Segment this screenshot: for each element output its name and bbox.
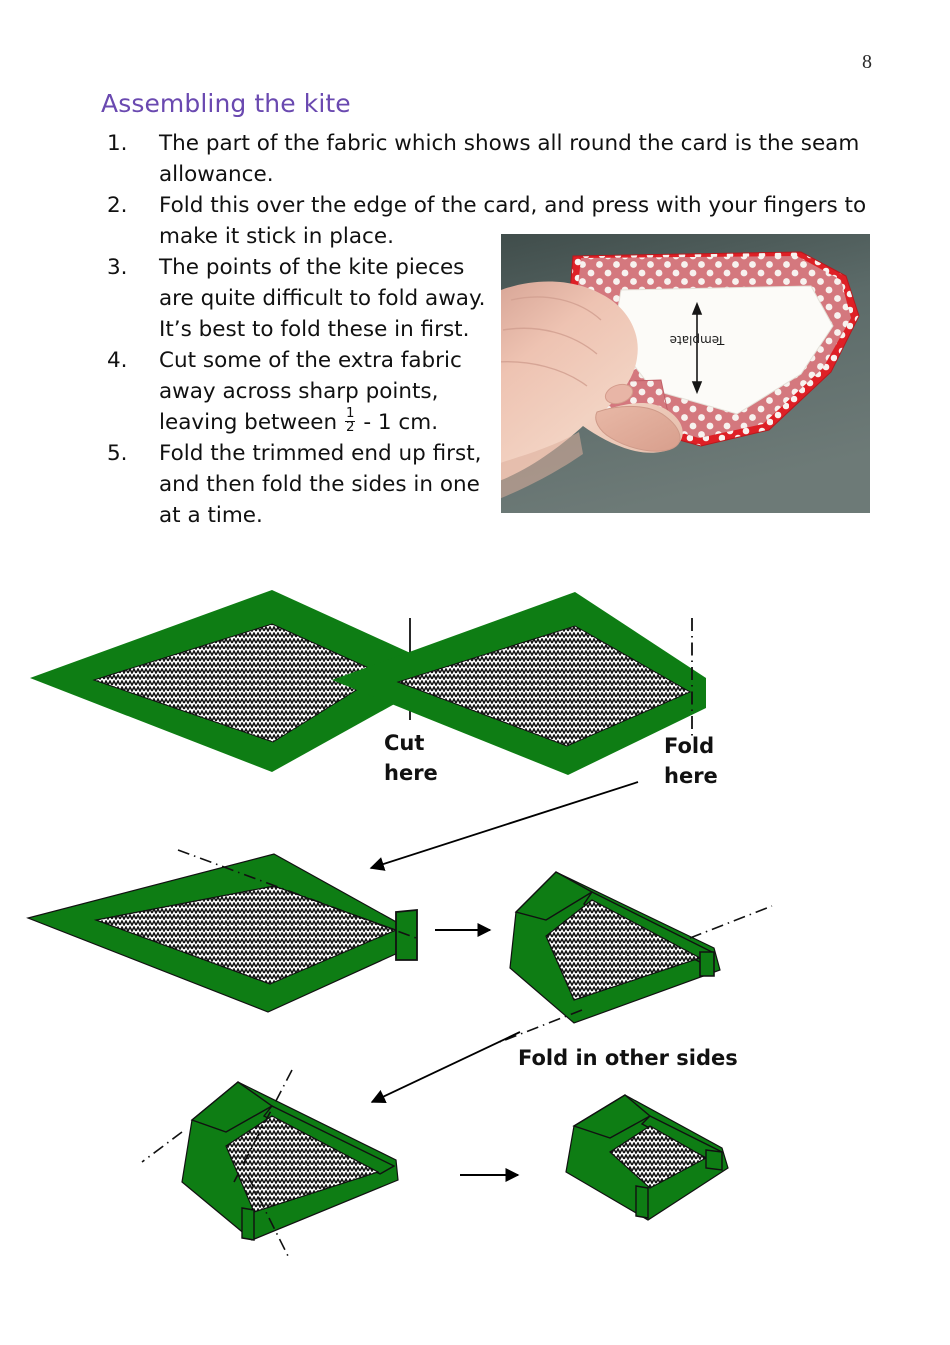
list-item-text: The points of the kite pieces are quite …: [159, 255, 486, 342]
list-item-number: 5.: [107, 441, 128, 466]
instruction-list: 1. The part of the fabric which shows al…: [101, 128, 871, 531]
fold-crease-line: [499, 1009, 583, 1043]
folded-flap-edge: [262, 1105, 396, 1175]
folded-flap-top: [190, 1081, 274, 1133]
cut-here-label-line2: here: [384, 761, 438, 785]
fold-other-sides-label: Fold in other sides: [518, 1046, 738, 1070]
thumb: [595, 405, 681, 452]
cut-here-label-line1: Cut: [384, 731, 424, 755]
finger-lines: [501, 296, 602, 387]
folded-tab-left: [635, 1185, 649, 1219]
kite-inner-fabric: [609, 1125, 708, 1189]
page-number: 8: [862, 51, 872, 73]
list-item-number: 4.: [107, 348, 128, 373]
kite-inner-fabric: [92, 623, 384, 743]
list-item-text-part-b: - 1 cm.: [356, 410, 439, 435]
list-item-text: Cut some of the extra fabric away across…: [159, 345, 504, 438]
fold-crease-line: [141, 1131, 183, 1163]
arrow-row1-to-row2: [369, 781, 639, 871]
list-item-text: Fold the trimmed end up first, and then …: [159, 441, 482, 528]
folding-diagram: Cut here Fold here: [0, 560, 950, 1310]
list-item: 4. Cut some of the extra fabric away acr…: [101, 345, 511, 438]
diagram-shape-5-two-sides-folded: [141, 1069, 399, 1261]
list-item-number: 2.: [107, 193, 128, 218]
list-item-number: 1.: [107, 131, 128, 156]
template-label: Template: [670, 333, 726, 347]
folded-tab: [699, 951, 715, 977]
fold-crease-line: [689, 905, 773, 939]
template-arrow: [691, 301, 703, 395]
diagram-shape-1-uncut-kite: [30, 590, 452, 772]
page-title: Assembling the kite: [101, 89, 351, 118]
folded-tab-left: [241, 1207, 255, 1241]
list-item: 1. The part of the fabric which shows al…: [101, 128, 871, 190]
diagram-shape-3-tip-folded: [26, 849, 418, 1013]
kite-inner-fabric: [396, 625, 692, 747]
list-item: 2. Fold this over the edge of the card, …: [101, 190, 871, 252]
list-item-number: 3.: [107, 255, 128, 280]
fraction-denominator: 2: [346, 419, 355, 435]
fraction-numerator: 1: [345, 406, 356, 422]
kite-inner-fabric: [545, 899, 702, 1001]
list-item-text: The part of the fabric which shows all r…: [159, 131, 860, 187]
fold-crease-line: [177, 849, 417, 939]
folded-flap-top: [572, 1094, 652, 1139]
list-item-text: Fold this over the edge of the card, and…: [159, 193, 867, 249]
fold-crease-line: [233, 1069, 293, 1183]
list-item: 3. The points of the kite pieces are qui…: [101, 252, 511, 345]
folded-flap-top: [514, 871, 594, 921]
fold-here-label-line1: Fold: [664, 734, 714, 758]
photo-hand-folding-fabric: Template: [501, 234, 870, 513]
diagram-shape-4-one-side-folded: [499, 871, 773, 1043]
diagram-shape-6-all-sides-folded: [565, 1094, 729, 1221]
list-item: 5. Fold the trimmed end up first, and th…: [101, 438, 511, 531]
diagram-shape-2-cut-kite: [332, 592, 706, 775]
arrow-row2-to-row3: [370, 1031, 521, 1103]
list-item-text-part-a: Cut some of the extra fabric away across…: [159, 348, 462, 435]
fold-crease-line: [247, 1175, 291, 1261]
fingernail: [604, 383, 634, 405]
folded-tab-right: [705, 1149, 723, 1171]
wrist-shadow: [501, 432, 583, 499]
fold-here-label-line2: here: [664, 764, 718, 788]
